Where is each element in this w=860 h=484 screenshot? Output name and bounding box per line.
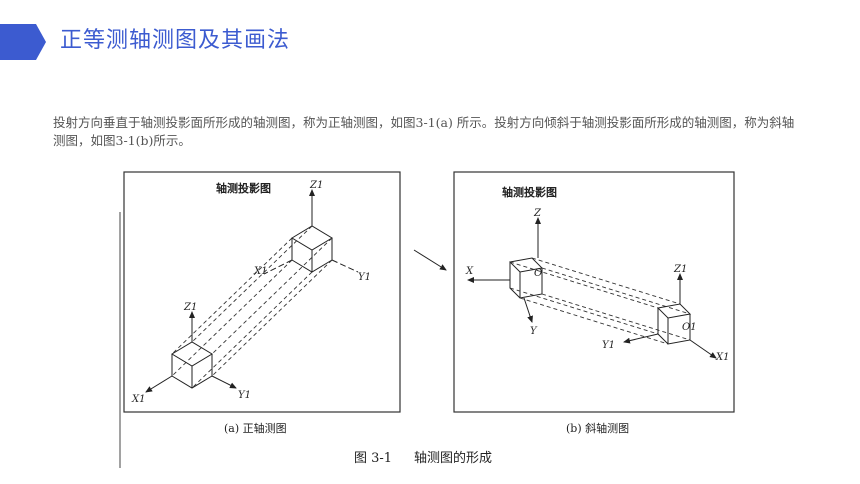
lower-x-axis (145, 375, 173, 393)
left-panel-heading: 轴测投影图 (216, 181, 271, 195)
lower-x-label: X1 (131, 394, 145, 405)
figure-caption-number: 图 3-1 (354, 451, 392, 466)
right-panel-caption: (b) 斜轴测图 (566, 421, 629, 435)
slide-title: 正等测轴测图及其画法 (60, 28, 291, 53)
right-panel-heading: 轴测投影图 (502, 185, 557, 199)
title-accent-arrow (0, 24, 46, 60)
left-panel-caption: (a) 正轴测图 (224, 421, 287, 435)
figure-3-1: 轴测投影图 Z1 Y1 X1 Z1 (119, 171, 735, 468)
upper-cube (291, 225, 333, 273)
upper-y-label: Y1 (358, 272, 371, 283)
lower-y-axis (211, 375, 237, 389)
right-x1-axis (689, 339, 717, 359)
right-o-label: O (534, 268, 542, 279)
right-x-label: X (465, 266, 474, 277)
right-y1-label: Y1 (602, 340, 615, 351)
upper-x-axis (263, 259, 293, 275)
projection-direction-arrow (413, 249, 447, 271)
body-paragraph: 投射方向垂直于轴测投影面所形成的轴测图，称为正轴测图，如图3-1(a) 所示。投… (53, 115, 795, 148)
figure-caption-text: 轴测图的形成 (414, 450, 492, 466)
lower-y-label: Y1 (238, 390, 251, 401)
left-panel: 轴测投影图 Z1 Y1 X1 Z1 (123, 171, 401, 435)
right-y-axis (523, 297, 533, 323)
lower-cube (171, 341, 213, 389)
right-panel: 轴测投影图 Z X Y O Z1 (453, 171, 735, 435)
upper-z-label: Z1 (309, 180, 323, 191)
right-x1-label: X1 (715, 352, 729, 363)
upper-y-axis (331, 259, 359, 273)
right-y1-axis (623, 333, 659, 344)
upper-x-label: X1 (253, 266, 267, 277)
oblique-cube-right (656, 303, 692, 345)
right-o1-label: O1 (682, 322, 697, 333)
right-z-label: Z (533, 208, 542, 219)
right-z1-label: Z1 (673, 264, 687, 275)
right-y-label: Y (530, 326, 538, 337)
lower-z-label: Z1 (183, 302, 197, 313)
